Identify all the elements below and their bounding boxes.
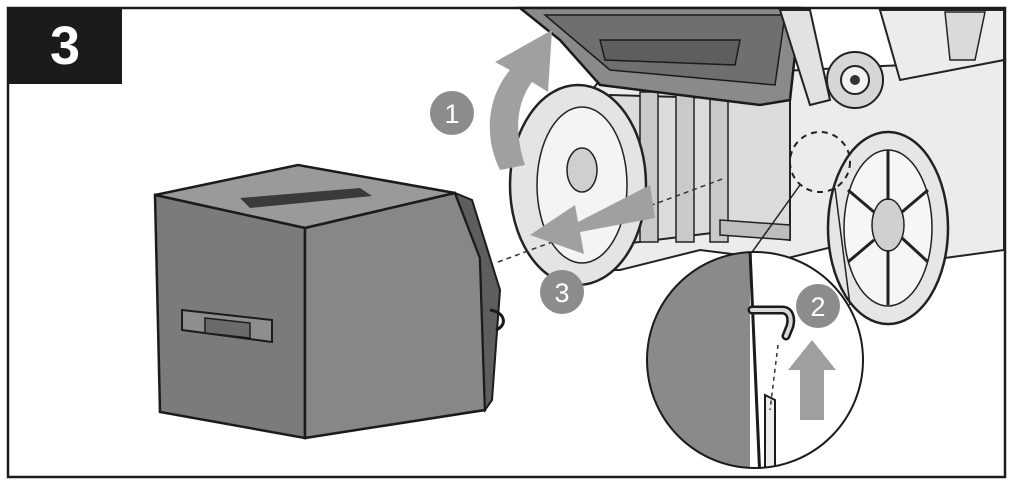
lift-arrow [489,30,552,170]
callout-3: 3 [540,270,584,314]
grass-catcher [153,163,505,440]
catcher-side [303,191,487,440]
remove-arrow [530,185,655,254]
step-number: 3 [49,16,81,76]
hook-highlight [789,131,851,193]
svg-text:3: 3 [554,278,569,308]
rear-wheel [826,130,950,326]
up-arrow [788,340,836,420]
step-badge [8,8,122,84]
callout-1: 1 [430,91,474,135]
svg-text:2: 2 [810,292,825,322]
callout-2: 2 [796,284,840,328]
svg-text:1: 1 [444,99,459,129]
